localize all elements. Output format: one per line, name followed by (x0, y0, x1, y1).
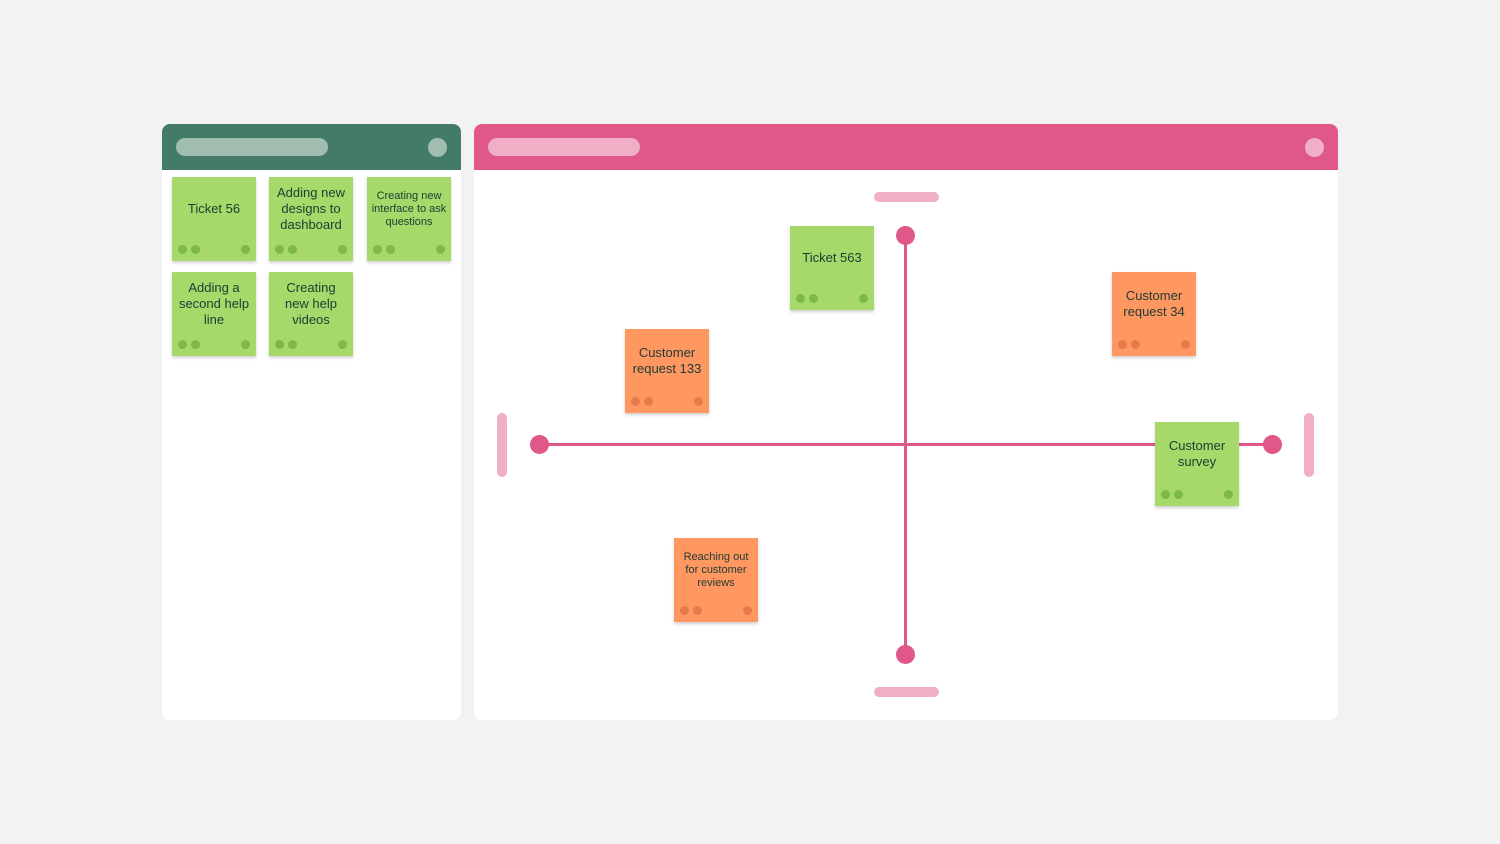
sticky-note[interactable]: Customer request 133 (625, 329, 709, 413)
sticky-dot (859, 294, 868, 303)
sticky-note-text: Reaching out for customer reviews (683, 550, 749, 589)
vertical-axis-top-endpoint[interactable] (896, 226, 915, 245)
sticky-note[interactable]: Creating new help videos (269, 272, 353, 356)
sticky-note[interactable]: Ticket 56 (172, 177, 256, 261)
sticky-dot (1161, 490, 1170, 499)
sticky-dot (1224, 490, 1233, 499)
right-axis-handle[interactable] (1304, 413, 1314, 477)
sticky-dot (809, 294, 818, 303)
sticky-note-text: Customer request 34 (1123, 288, 1185, 319)
sticky-note-text: Ticket 56 (187, 201, 241, 216)
sticky-dot (1131, 340, 1140, 349)
bottom-axis-handle[interactable] (874, 687, 939, 697)
sticky-dot (644, 397, 653, 406)
sticky-note[interactable]: Customer survey (1155, 422, 1239, 506)
horizontal-axis-right-endpoint[interactable] (1263, 435, 1282, 454)
backlog-menu-button[interactable] (428, 138, 447, 157)
horizontal-axis (540, 443, 1274, 446)
sticky-note-text: Creating new help videos (284, 280, 338, 327)
top-axis-handle[interactable] (874, 192, 939, 202)
sticky-note-text: Ticket 563 (802, 250, 862, 265)
sticky-dot (1118, 340, 1127, 349)
sticky-dot (796, 294, 805, 303)
vertical-axis-bottom-endpoint[interactable] (896, 645, 915, 664)
sticky-dot (1181, 340, 1190, 349)
sticky-dot (436, 245, 445, 254)
backlog-header (162, 124, 461, 170)
horizontal-axis-left-endpoint[interactable] (530, 435, 549, 454)
sticky-dot (178, 340, 187, 349)
sticky-dot (338, 340, 347, 349)
sticky-dot (275, 340, 284, 349)
backlog-panel: Ticket 56 Adding new designs to dashboar… (162, 124, 461, 720)
sticky-note[interactable]: Adding new designs to dashboard (269, 177, 353, 261)
sticky-note-text: Customer request 133 (632, 345, 702, 376)
sticky-dot (743, 606, 752, 615)
sticky-note[interactable]: Creating new interface to ask questions (367, 177, 451, 261)
sticky-dot (386, 245, 395, 254)
sticky-note[interactable]: Ticket 563 (790, 226, 874, 310)
left-axis-handle[interactable] (497, 413, 507, 477)
sticky-dot (680, 606, 689, 615)
sticky-dot (288, 340, 297, 349)
sticky-note[interactable]: Reaching out for customer reviews (674, 538, 758, 622)
sticky-note-text: Creating new interface to ask questions (371, 189, 447, 228)
sticky-note[interactable]: Customer request 34 (1112, 272, 1196, 356)
sticky-dot (631, 397, 640, 406)
sticky-note-text: Adding a second help line (178, 280, 250, 327)
sticky-dot (191, 245, 200, 254)
sticky-dot (1174, 490, 1183, 499)
sticky-dot (288, 245, 297, 254)
sticky-note-text: Customer survey (1168, 438, 1226, 469)
matrix-panel: Ticket 563 Customer request 34 Customer … (474, 124, 1338, 720)
sticky-dot (338, 245, 347, 254)
matrix-title-placeholder (488, 138, 640, 156)
sticky-dot (694, 397, 703, 406)
sticky-note-text: Adding new designs to dashboard (277, 185, 345, 232)
sticky-dot (178, 245, 187, 254)
sticky-dot (241, 245, 250, 254)
backlog-title-placeholder (176, 138, 328, 156)
sticky-dot (693, 606, 702, 615)
sticky-dot (191, 340, 200, 349)
sticky-dot (275, 245, 284, 254)
sticky-dot (373, 245, 382, 254)
matrix-header (474, 124, 1338, 170)
matrix-menu-button[interactable] (1305, 138, 1324, 157)
sticky-note[interactable]: Adding a second help line (172, 272, 256, 356)
sticky-dot (241, 340, 250, 349)
